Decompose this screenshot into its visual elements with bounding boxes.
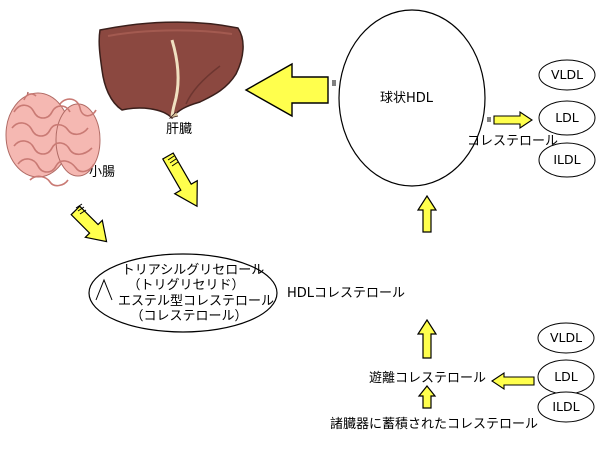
ldl-label-top: LDL bbox=[555, 110, 579, 125]
liver-label: 肝臓 bbox=[166, 122, 193, 137]
ildl-label-top: ILDL bbox=[553, 152, 581, 167]
vldl-oval-bottom bbox=[537, 322, 595, 354]
arrow-intestine-to-oval-tick bbox=[75, 203, 87, 215]
arrow-up-from-stored bbox=[417, 385, 437, 409]
small-intestine-label: 小腸 bbox=[89, 165, 116, 180]
hdl-cholesterol-label: HDLコレステロール bbox=[287, 286, 406, 301]
ldl-oval-top bbox=[538, 100, 596, 136]
cholesterol-label-right: コレステロール bbox=[467, 134, 559, 149]
arrow-from-lipoproteins-bottom bbox=[491, 371, 535, 391]
arrow-right-tick bbox=[487, 117, 491, 122]
arrow-up-to-spherical-hdl bbox=[416, 194, 438, 233]
small-intestine-icon bbox=[5, 91, 101, 187]
arrow-intestine-to-oval bbox=[70, 205, 108, 243]
vldl-oval-top bbox=[538, 59, 596, 91]
ildl-label-bottom: ILDL bbox=[552, 399, 580, 414]
lipid-oval-line-3: エステル型コレステロール bbox=[117, 294, 275, 309]
lipid-oval-line-4: （コレステロール） bbox=[130, 309, 248, 324]
arrow-liver-to-oval bbox=[161, 152, 198, 208]
free-cholesterol-label: 遊離コレステロール bbox=[369, 371, 487, 386]
lipid-oval-line-2: （トリグリセリド） bbox=[127, 278, 245, 293]
liver-icon bbox=[98, 21, 244, 120]
arrow-hdl-to-liver bbox=[244, 62, 329, 118]
stored-cholesterol-label: 諸臓器に蓄積されたコレステロール bbox=[330, 417, 539, 432]
arrow-to-lipoproteins-top bbox=[493, 110, 533, 130]
lipid-oval-line-1: トリアシルグリセロール bbox=[121, 263, 265, 278]
vldl-label-bottom: VLDL bbox=[549, 330, 583, 345]
vldl-label-top: VLDL bbox=[550, 67, 584, 82]
ildl-oval-bottom bbox=[537, 391, 595, 423]
arrow-hdl-to-liver-tick bbox=[332, 80, 336, 86]
bracket-mark bbox=[95, 278, 113, 301]
arrow-up-to-hdl-cholesterol bbox=[416, 318, 438, 359]
spherical-hdl-label: 球状HDL bbox=[380, 91, 434, 106]
arrow-liver-to-oval-tick bbox=[167, 155, 179, 167]
ldl-label-bottom: LDL bbox=[554, 369, 578, 384]
ildl-oval-top bbox=[538, 142, 596, 178]
lipid-oval bbox=[88, 253, 278, 333]
spherical-hdl-circle bbox=[338, 9, 486, 187]
